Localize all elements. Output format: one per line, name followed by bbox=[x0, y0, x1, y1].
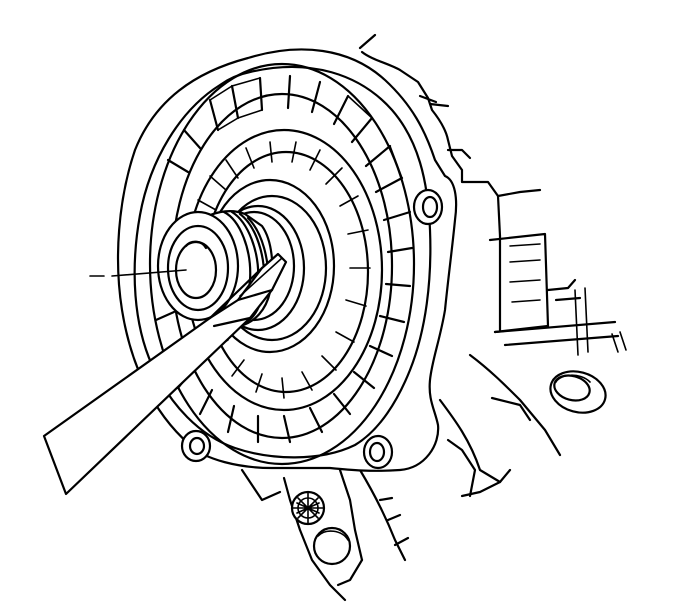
vent-fitting bbox=[290, 490, 352, 566]
screwdriver-tool bbox=[42, 252, 288, 496]
bolt-hole-bottom-right bbox=[362, 434, 394, 470]
front-bushing bbox=[156, 210, 240, 322]
callout-leader bbox=[89, 269, 187, 277]
bolt-hole-top-right bbox=[412, 188, 444, 226]
housing-bolt-holes bbox=[180, 188, 444, 470]
case-plug bbox=[549, 370, 607, 414]
bolt-hole-bottom-left bbox=[180, 429, 212, 463]
transmission-case bbox=[240, 33, 627, 602]
